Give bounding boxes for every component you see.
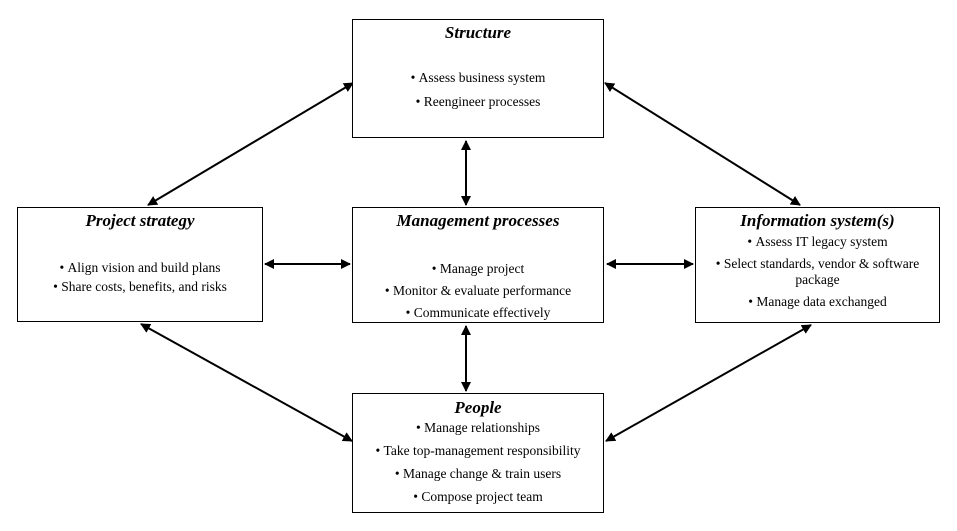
- management-processes-item: Communicate effectively: [357, 305, 599, 321]
- management-processes-list: Manage project Monitor & evaluate perfor…: [353, 261, 603, 321]
- structure-list: Assess business system Reengineer proces…: [353, 70, 603, 110]
- structure-item: Reengineer processes: [357, 94, 599, 110]
- people-title: People: [454, 398, 502, 417]
- information-systems-item: Assess IT legacy system: [700, 234, 935, 250]
- information-systems-title: Information system(s): [740, 211, 895, 230]
- project-strategy-item: Share costs, benefits, and risks: [22, 279, 258, 295]
- structure-item: Assess business system: [357, 70, 599, 86]
- people-item: Manage relationships: [357, 420, 599, 436]
- people-item: Take top-management responsibility: [357, 443, 599, 459]
- arrow-information-people: [605, 324, 812, 442]
- project-strategy-title: Project strategy: [85, 211, 195, 230]
- arrow-strategy-structure: [147, 82, 354, 206]
- management-processes-box: Management processes Manage project Moni…: [352, 207, 604, 323]
- structure-title: Structure: [444, 23, 512, 42]
- arrow-structure-information: [604, 82, 801, 206]
- project-strategy-box: Project strategy Align vision and build …: [17, 207, 263, 322]
- information-systems-list: Assess IT legacy system Select standards…: [696, 234, 939, 310]
- arrow-strategy-people: [140, 323, 353, 442]
- information-systems-box: Information system(s) Assess IT legacy s…: [695, 207, 940, 323]
- structure-box: Structure Assess business system Reengin…: [352, 19, 604, 138]
- project-strategy-list: Align vision and build plans Share costs…: [18, 260, 262, 295]
- management-processes-title: Management processes: [396, 211, 560, 230]
- people-list: Manage relationships Take top-management…: [353, 420, 603, 505]
- people-box: People Manage relationships Take top-man…: [352, 393, 604, 513]
- information-systems-item: Select standards, vendor & software pack…: [700, 256, 935, 288]
- people-item: Manage change & train users: [357, 466, 599, 482]
- information-systems-item: Manage data exchanged: [700, 294, 935, 310]
- project-strategy-item: Align vision and build plans: [22, 260, 258, 276]
- management-processes-item: Manage project: [357, 261, 599, 277]
- people-item: Compose project team: [357, 489, 599, 505]
- management-processes-item: Monitor & evaluate performance: [357, 283, 599, 299]
